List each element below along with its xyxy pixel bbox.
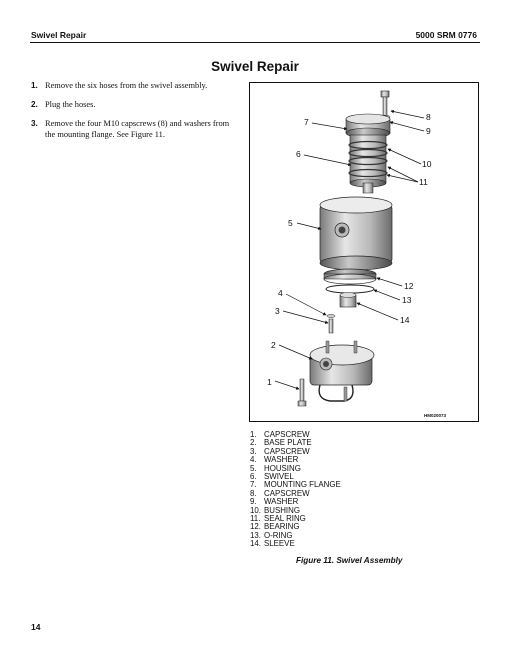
capscrew-bottom bbox=[297, 378, 307, 407]
legend-label: HOUSING bbox=[264, 463, 301, 473]
legend-number: 3. bbox=[250, 446, 257, 456]
callout-14: 14 bbox=[400, 315, 410, 325]
legend-number: 10. bbox=[250, 505, 261, 515]
legend-label: SEAL RING bbox=[264, 514, 306, 524]
callout-12: 12 bbox=[404, 281, 414, 291]
procedure-steps: 1. Remove the six hoses from the swivel … bbox=[31, 81, 239, 149]
legend-label: CAPSCREW bbox=[264, 446, 310, 456]
callout-11: 11 bbox=[419, 177, 428, 187]
step-text: Remove the four M10 capscrews (8) and wa… bbox=[45, 118, 230, 139]
step-3: 3. Remove the four M10 capscrews (8) and… bbox=[31, 119, 239, 140]
legend-item: 4. WASHER bbox=[250, 455, 341, 465]
legend-number: 8. bbox=[250, 488, 257, 498]
callout-2: 2 bbox=[271, 340, 276, 350]
callout-numbers: 1 2 3 4 5 6 7 8 9 10 11 12 13 14 bbox=[267, 112, 432, 387]
legend-number: 4. bbox=[250, 455, 257, 465]
legend-number: 9. bbox=[250, 497, 257, 507]
legend-number: 2. bbox=[250, 438, 257, 448]
callout-5: 5 bbox=[288, 218, 293, 228]
callout-8: 8 bbox=[426, 112, 431, 122]
callout-3: 3 bbox=[275, 306, 280, 316]
step-text: Plug the hoses. bbox=[45, 99, 96, 109]
callout-6: 6 bbox=[296, 149, 301, 159]
legend-number: 14. bbox=[250, 539, 261, 549]
legend-item: 7. MOUNTING FLANGE bbox=[250, 480, 341, 490]
running-header-section: Swivel Repair bbox=[31, 30, 87, 40]
legend-item: 1. CAPSCREW bbox=[250, 430, 341, 439]
legend-number: 1. bbox=[250, 430, 257, 439]
legend-label: CAPSCREW bbox=[264, 488, 310, 498]
legend-label: BUSHING bbox=[264, 505, 300, 515]
legend-number: 6. bbox=[250, 472, 257, 482]
legend-label: WASHER bbox=[264, 497, 299, 507]
page-title: Swivel Repair bbox=[211, 59, 299, 74]
legend-label: CAPSCREW bbox=[264, 430, 310, 439]
swivel-assembly-drawing: 1 2 3 4 5 6 7 8 9 10 11 12 13 14 HM02007… bbox=[267, 90, 447, 418]
legend-item: 6. SWIVEL bbox=[250, 472, 341, 482]
step-1: 1. Remove the six hoses from the swivel … bbox=[31, 81, 239, 92]
figure-frame: 1 2 3 4 5 6 7 8 9 10 11 12 13 14 HM02007… bbox=[249, 82, 479, 422]
legend-item: 2. BASE PLATE bbox=[250, 438, 341, 448]
legend-item: 9. WASHER bbox=[250, 497, 341, 507]
callout-4: 4 bbox=[278, 288, 283, 298]
callout-leaders bbox=[274, 109, 425, 390]
legend-item: 10.BUSHING bbox=[250, 505, 341, 515]
legend-label: SLEEVE bbox=[264, 539, 295, 549]
legend-item: 14.SLEEVE bbox=[250, 539, 341, 549]
callout-10: 10 bbox=[422, 159, 432, 169]
legend-item: 11.SEAL RING bbox=[250, 514, 341, 524]
figure-code: HM020073 bbox=[424, 413, 447, 418]
legend-number: 13. bbox=[250, 530, 261, 540]
legend-label: O-RING bbox=[264, 530, 293, 540]
callout-13: 13 bbox=[402, 295, 412, 305]
legend-item: 13.O-RING bbox=[250, 530, 341, 540]
legend-item: 12.BEARING bbox=[250, 522, 341, 532]
legend-number: 12. bbox=[250, 522, 261, 532]
legend-label: BEARING bbox=[264, 522, 300, 532]
figure-caption: Figure 11. Swivel Assembly bbox=[296, 556, 403, 565]
page-number: 14 bbox=[31, 622, 41, 632]
callout-9: 9 bbox=[426, 126, 431, 136]
legend-label: BASE PLATE bbox=[264, 438, 312, 448]
legend-number: 5. bbox=[250, 463, 257, 473]
legend-number: 7. bbox=[250, 480, 257, 490]
sleeve-washer bbox=[326, 292, 357, 334]
step-number: 3. bbox=[31, 118, 38, 128]
header-rule bbox=[30, 42, 480, 43]
housing bbox=[319, 196, 393, 271]
legend-item: 3. CAPSCREW bbox=[250, 446, 341, 456]
running-header-doc-number: 5000 SRM 0776 bbox=[415, 30, 477, 40]
legend-label: SWIVEL bbox=[264, 472, 294, 482]
step-number: 2. bbox=[31, 99, 38, 109]
base-plate bbox=[309, 340, 375, 402]
legend-item: 5. HOUSING bbox=[250, 463, 341, 473]
step-number: 1. bbox=[31, 81, 38, 90]
figure-legend: 1. CAPSCREW 2. BASE PLATE 3. CAPSCREW 4. WAS… bbox=[250, 430, 341, 549]
capscrew-top bbox=[379, 90, 391, 120]
swivel-stack bbox=[345, 113, 391, 194]
bearing-oring bbox=[323, 268, 377, 294]
legend-label: MOUNTING FLANGE bbox=[264, 480, 341, 490]
callout-7: 7 bbox=[304, 117, 309, 127]
step-2: 2. Plug the hoses. bbox=[31, 100, 239, 111]
legend-label: WASHER bbox=[264, 455, 299, 465]
step-text: Remove the six hoses from the swivel ass… bbox=[45, 81, 208, 90]
legend-item: 8. CAPSCREW bbox=[250, 488, 341, 498]
legend-number: 11. bbox=[250, 514, 261, 524]
callout-1: 1 bbox=[267, 377, 272, 387]
